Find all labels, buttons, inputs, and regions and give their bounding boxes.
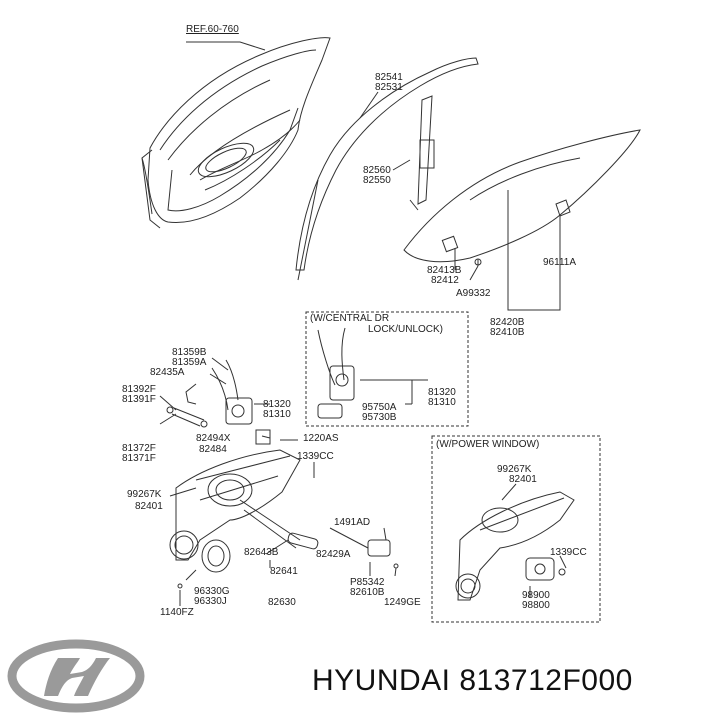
label-81372f: 81372F <box>122 443 156 454</box>
label-ref-60-760: REF.60-760 <box>186 24 239 35</box>
label-1220as: 1220AS <box>303 433 339 444</box>
label-82641: 82641 <box>270 566 298 577</box>
label-82630: 82630 <box>268 597 296 608</box>
label-81359a: 81359A <box>172 357 207 368</box>
label-96330g: 96330G <box>194 586 230 597</box>
label-1339cc: 1339CC <box>297 451 334 462</box>
label-1491ad: 1491AD <box>334 517 371 528</box>
central-lock-title-line1: (W/CENTRAL DR <box>310 313 390 324</box>
door-glass-drawing <box>403 129 641 266</box>
label-82494x: 82494X <box>196 433 231 444</box>
label-81392f: 81392F <box>122 384 156 395</box>
label-82401: 82401 <box>135 501 163 512</box>
rear-channel-drawing <box>409 95 435 211</box>
label-81310: 81310 <box>263 409 291 420</box>
label-95730b: 95730B <box>362 412 397 423</box>
label-pw-99267k: 99267K <box>497 464 532 475</box>
central-lock-drawing <box>317 327 413 419</box>
label-82531: 82531 <box>375 82 403 93</box>
label-82643b: 82643B <box>244 547 279 558</box>
label-81391f: 81391F <box>122 394 156 405</box>
label-96330j: 96330J <box>194 596 227 607</box>
label-82410b: 82410B <box>490 327 525 338</box>
label-98900: 98900 <box>522 590 550 601</box>
central-lock-title-line2: LOCK/UNLOCK) <box>368 324 444 335</box>
label-82420b: 82420B <box>490 317 525 328</box>
label-82550: 82550 <box>363 175 391 186</box>
label-a99332: A99332 <box>456 288 491 299</box>
run-channel-drawing <box>295 57 479 281</box>
label-95750a: 95750A <box>362 402 397 413</box>
label-82560: 82560 <box>363 165 391 176</box>
power-window-drawing <box>455 483 575 601</box>
label-1249ge: 1249GE <box>384 597 421 608</box>
label-99267k: 99267K <box>127 489 162 500</box>
label-81371f: 81371F <box>122 453 156 464</box>
window-regulator-drawing <box>169 449 399 589</box>
power-window-title: (W/POWER WINDOW) <box>436 439 540 450</box>
label-82429a: 82429A <box>316 549 351 560</box>
label-82412: 82412 <box>431 275 459 286</box>
door-lock-assembly-drawing <box>166 359 271 445</box>
label-central-81320: 81320 <box>428 387 456 398</box>
label-82435a: 82435A <box>150 367 185 378</box>
label-pw-1339cc: 1339CC <box>550 547 587 558</box>
label-p85342: P85342 <box>350 577 385 588</box>
label-82484: 82484 <box>199 444 227 455</box>
label-1140fz: 1140FZ <box>160 607 194 618</box>
label-central-81310: 81310 <box>428 397 456 408</box>
door-frame-drawing <box>141 37 331 229</box>
label-98800: 98800 <box>522 600 550 611</box>
label-pw-82401: 82401 <box>509 474 537 485</box>
label-81359b: 81359B <box>172 347 207 358</box>
label-82541: 82541 <box>375 72 403 83</box>
label-82413b: 82413B <box>427 265 462 276</box>
central-lock-box <box>305 311 469 427</box>
label-81320: 81320 <box>263 399 291 410</box>
part-number-title: HYUNDAI 813712F000 <box>312 664 633 697</box>
label-96111a: 96111A <box>543 257 576 268</box>
power-window-box <box>431 435 601 623</box>
hyundai-logo-icon <box>7 639 145 713</box>
label-82610b: 82610B <box>350 587 385 598</box>
